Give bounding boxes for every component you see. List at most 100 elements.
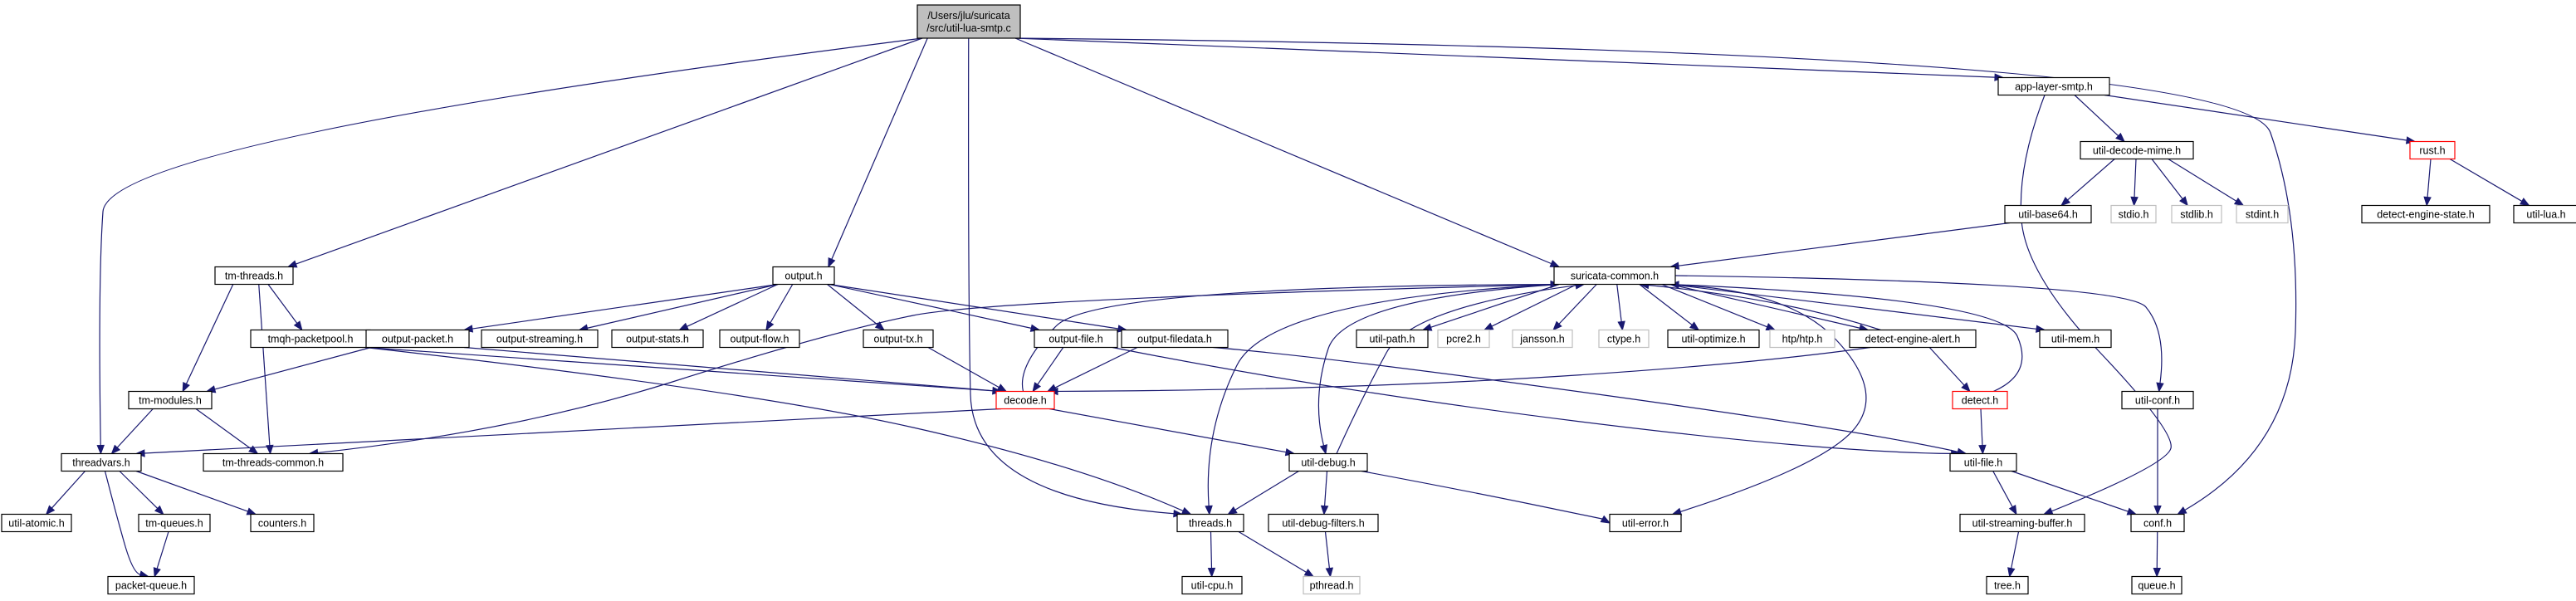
node-output-tx[interactable]: output-tx.h (863, 329, 934, 349)
arrowhead (1617, 320, 1625, 331)
node-util-base64[interactable]: util-base64.h (2004, 204, 2092, 224)
node-box (138, 513, 211, 533)
node-label: suricata-common.h (1571, 271, 1659, 282)
node-detect[interactable]: detect.h (1952, 390, 2008, 410)
node-util-debug-filters[interactable]: util-debug-filters.h (1268, 513, 1379, 533)
node-box (917, 4, 1021, 39)
node-box (1034, 329, 1118, 349)
edge-line (135, 470, 248, 512)
node-output[interactable]: output.h (772, 266, 835, 286)
edge-output_filedata-to-decode (1046, 346, 1138, 393)
edge-decode-to-threadvars (134, 408, 1002, 457)
node-box (772, 266, 835, 286)
arrowhead (248, 445, 259, 455)
node-counters[interactable]: counters.h (250, 513, 315, 533)
edge-line (1238, 530, 1307, 573)
node-tmqh-packetpool[interactable]: tmqh-packetpool.h (250, 329, 371, 349)
arrowhead (996, 384, 1008, 393)
node-output-filedata[interactable]: output-filedata.h (1121, 329, 1229, 349)
node-threadvars[interactable]: threadvars.h (61, 452, 142, 472)
node-packet-queue[interactable]: packet-queue.h (107, 575, 195, 595)
edge-line (317, 283, 1560, 454)
node-label: htp/htp.h (1782, 334, 1823, 345)
edge-line (104, 471, 141, 575)
node-util-cpu[interactable]: util-cpu.h (1181, 575, 1243, 595)
node-output-stats[interactable]: output-stats.h (611, 329, 704, 349)
node-tm-threads[interactable]: tm-threads.h (214, 266, 294, 286)
node-box (2039, 329, 2112, 349)
node-output-file[interactable]: output-file.h (1034, 329, 1118, 349)
node-label: util-lua.h (2526, 209, 2565, 221)
node-util-conf[interactable]: util-conf.h (2121, 390, 2194, 410)
node-util-path[interactable]: util-path.h (1356, 329, 1429, 349)
node-label: threadvars.h (72, 457, 130, 469)
arrowhead (1180, 506, 1192, 515)
node-tm-threads-common[interactable]: tm-threads-common.h (203, 452, 344, 472)
edge-line (1992, 471, 2013, 507)
arrowhead (1319, 444, 1327, 455)
edge-root-to-tm_threads (286, 37, 923, 268)
node-util-streaming-buffer[interactable]: util-streaming-buffer.h (1959, 513, 2085, 533)
arrowhead (2156, 382, 2164, 393)
node-box (1437, 329, 1490, 349)
node-queue[interactable]: queue.h (2131, 575, 2183, 595)
edge-util_debug-to-suricata_common (1336, 281, 1586, 454)
edge-suricata_common-to-pcre2 (1483, 283, 1577, 331)
node-stdlib: stdlib.h (2171, 204, 2222, 224)
arrowhead (2153, 506, 2162, 515)
node-tm-modules[interactable]: tm-modules.h (128, 390, 213, 410)
node-box (1959, 513, 2085, 533)
node-util-optimize[interactable]: util-optimize.h (1667, 329, 1760, 349)
node-box (365, 329, 470, 349)
node-tm-queues[interactable]: tm-queues.h (138, 513, 211, 533)
node-detect-engine-state[interactable]: detect-engine-state.h (2361, 204, 2490, 224)
edge-threadvars-to-util_atomic (45, 471, 86, 515)
node-util-mem[interactable]: util-mem.h (2039, 329, 2112, 349)
node-rust[interactable]: rust.h (2409, 140, 2456, 160)
edge-threads-to-pthread (1238, 530, 1315, 578)
edge-tm_modules-to-threadvars (110, 408, 154, 455)
edge-line (296, 37, 923, 265)
edge-output_file-to-util_file (1112, 346, 1961, 458)
node-util-file[interactable]: util-file.h (1949, 452, 2017, 472)
node-tree[interactable]: tree.h (1986, 575, 2029, 595)
node-box (611, 329, 704, 349)
node-pthread: pthread.h (1303, 575, 1361, 595)
arrowhead (1978, 444, 1987, 455)
node-util-error[interactable]: util-error.h (1609, 513, 1682, 533)
node-box (719, 329, 800, 349)
node-util-lua[interactable]: util-lua.h (2513, 204, 2576, 224)
node-label: util-streaming-buffer.h (1972, 518, 2073, 530)
node-detect-engine-alert[interactable]: detect-engine-alert.h (1849, 329, 1977, 349)
node-output-packet[interactable]: output-packet.h (365, 329, 470, 349)
node-root[interactable]: /Users/jlu/suricata/src/util-lua-smtp.c (917, 4, 1021, 39)
arrowhead (2153, 567, 2162, 578)
edge-line (1361, 470, 1603, 520)
edge-line (1021, 283, 1552, 392)
node-threads[interactable]: threads.h (1176, 513, 1244, 533)
node-box (107, 575, 195, 595)
edge-suricata_common-to-util_mem (1669, 283, 2046, 333)
node-util-atomic[interactable]: util-atomic.h (1, 513, 72, 533)
node-app-layer-smtp[interactable]: app-layer-smtp.h (1997, 76, 2110, 96)
edge-suricata_common-to-util_debug (1317, 283, 1560, 455)
arrowhead (828, 257, 836, 268)
arrowhead (110, 444, 121, 455)
node-util-debug[interactable]: util-debug.h (1288, 452, 1368, 472)
edge-root-to-app_layer_smtp (1014, 37, 2005, 81)
node-suricata-common[interactable]: suricata-common.h (1553, 266, 1676, 286)
node-util-decode-mime[interactable]: util-decode-mime.h (2080, 140, 2194, 160)
edge-line (2134, 159, 2137, 198)
node-output-flow[interactable]: output-flow.h (719, 329, 800, 349)
arrowhead (293, 320, 303, 331)
node-label: stdlib.h (2180, 209, 2213, 221)
edge-util_decode_mime-to-stdint (2168, 158, 2245, 207)
arrowhead (2176, 506, 2187, 515)
node-output-streaming[interactable]: output-streaming.h (481, 329, 599, 349)
node-decode[interactable]: decode.h (995, 390, 1055, 410)
edge-line (1616, 284, 1622, 322)
node-label: app-layer-smtp.h (2015, 81, 2093, 93)
node-box (1512, 329, 1573, 349)
node-conf[interactable]: conf.h (2130, 513, 2185, 533)
node-box (1769, 329, 1835, 349)
